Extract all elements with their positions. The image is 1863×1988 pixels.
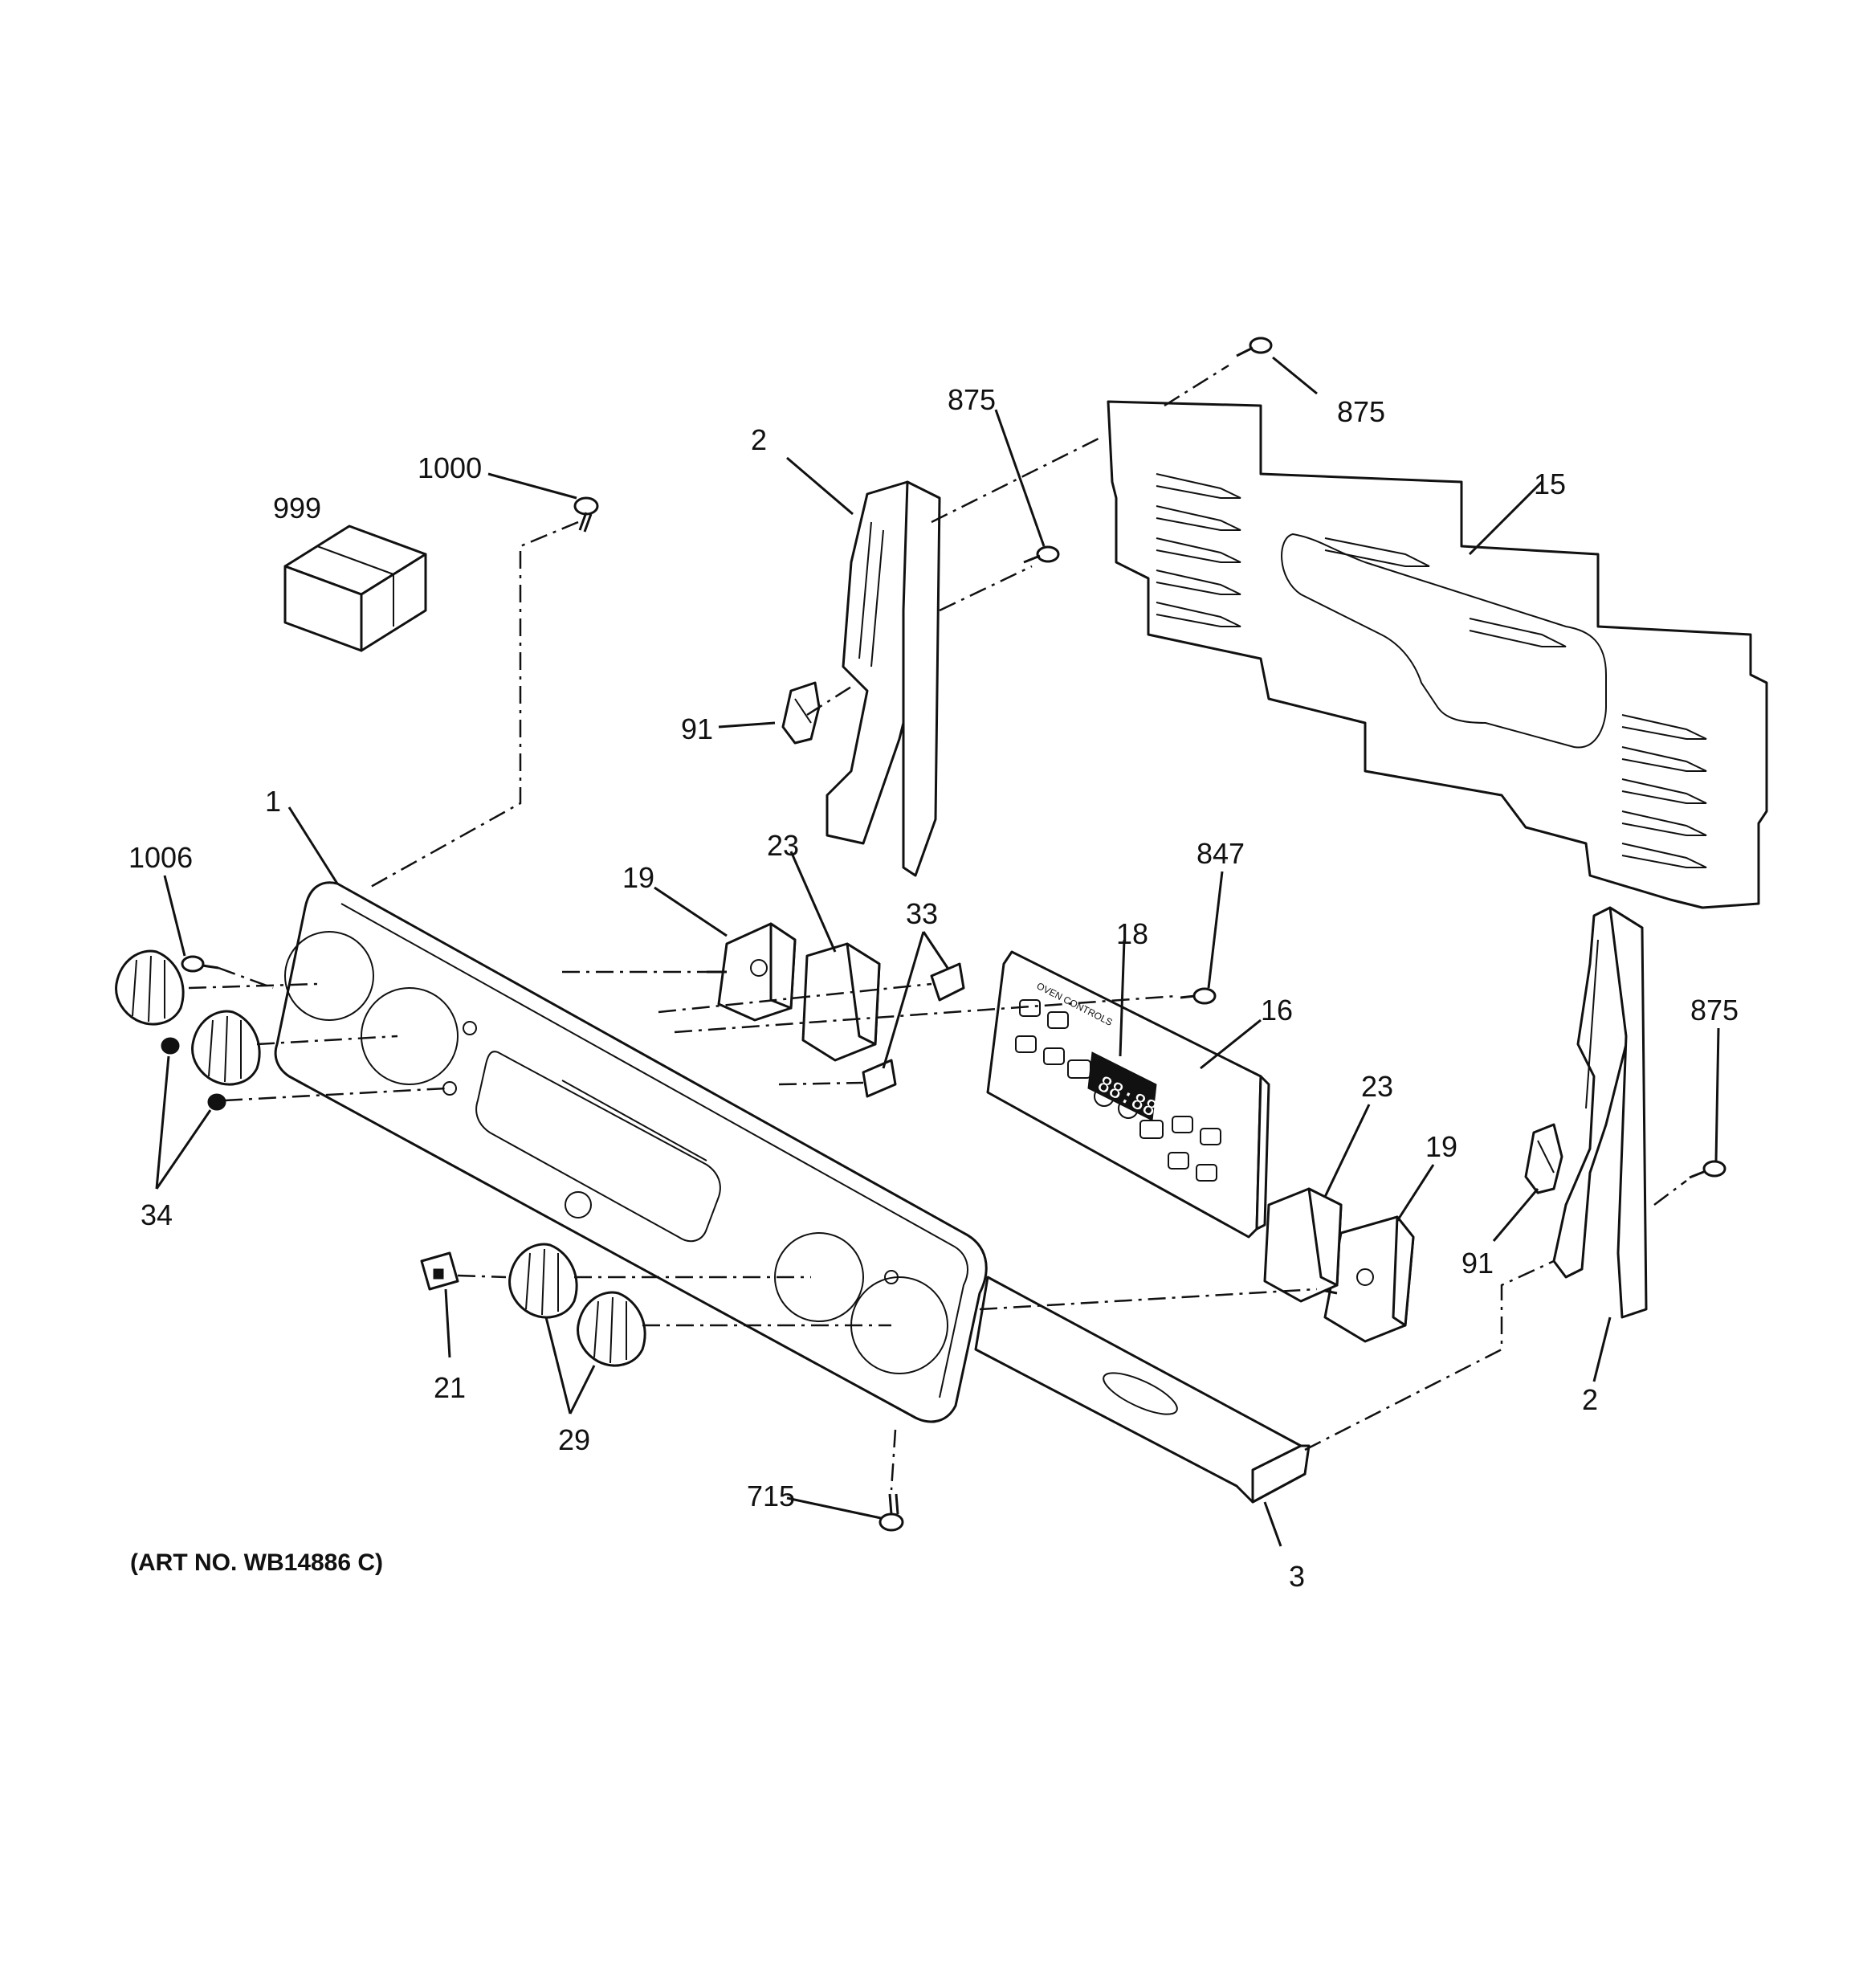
callout-3: 3	[1289, 1560, 1305, 1593]
knob-upper-left-2	[191, 1010, 261, 1086]
callout-23-left: 23	[767, 829, 799, 862]
part-847-screw	[1180, 987, 1217, 1005]
part-715-screw	[879, 1493, 904, 1532]
callout-2-right: 2	[1582, 1383, 1598, 1416]
callout-875-a: 875	[948, 383, 996, 416]
callout-21: 21	[434, 1371, 466, 1404]
callout-999: 999	[273, 492, 321, 525]
callout-19-right: 19	[1425, 1130, 1457, 1163]
callout-1: 1	[265, 785, 281, 818]
part-23-switch-right	[1263, 1187, 1343, 1303]
part-2-side-bracket-right	[1552, 906, 1648, 1319]
knob-lower-1	[508, 1243, 578, 1319]
part-1-control-panel	[274, 881, 988, 1423]
callout-19-left: 19	[622, 861, 654, 894]
callout-23-right: 23	[1361, 1070, 1393, 1103]
part-3-trim-strip	[974, 1276, 1311, 1504]
part-33-lamp-upper	[930, 962, 965, 1002]
callout-15: 15	[1534, 467, 1566, 500]
leader-lines	[155, 356, 1720, 1547]
part-34-ring-1	[161, 1037, 180, 1055]
callout-33: 33	[906, 897, 938, 930]
part-23-switch-left	[801, 942, 881, 1062]
part-875-screw-b	[1236, 337, 1273, 357]
part-34-ring-2	[207, 1093, 226, 1111]
callout-847: 847	[1196, 837, 1245, 870]
part-21-rocker-switch	[420, 1251, 459, 1291]
callout-91-left: 91	[681, 712, 713, 745]
part-1000-screw	[573, 496, 599, 533]
callout-715: 715	[747, 1480, 795, 1512]
callout-2-left: 2	[751, 423, 767, 456]
callout-16: 16	[1261, 994, 1293, 1027]
callout-91-right: 91	[1461, 1247, 1494, 1280]
callout-1006: 1006	[128, 841, 193, 874]
callout-29: 29	[558, 1423, 590, 1456]
callout-875-b: 875	[1337, 395, 1385, 428]
assembly-lines	[188, 364, 1687, 1491]
part-875-screw-c	[1689, 1160, 1726, 1179]
part-33-lamp-lower	[862, 1059, 897, 1098]
part-19-switch-left	[707, 922, 797, 1022]
part-2-side-bracket-left	[826, 480, 941, 877]
callout-34: 34	[141, 1198, 173, 1231]
callouts: 999 1000 2 875 875 15 91 1 1006 19 23 33…	[128, 383, 1739, 1593]
part-19-switch-right	[1316, 1215, 1415, 1343]
part-1006-screw	[181, 955, 219, 973]
part-15-back-panel	[1107, 400, 1768, 909]
callout-1000: 1000	[418, 451, 482, 484]
part-875-screw-a	[1023, 545, 1060, 564]
callout-18: 18	[1116, 917, 1148, 950]
art-number: (ART NO. WB14886 C)	[130, 1549, 383, 1576]
callout-875-c: 875	[1690, 994, 1739, 1027]
part-91-clip-left	[781, 681, 821, 745]
knob-upper-left-1	[115, 949, 185, 1026]
part-91-clip-right	[1524, 1123, 1563, 1194]
part-999-box	[283, 525, 427, 652]
knob-lower-2	[577, 1291, 646, 1367]
